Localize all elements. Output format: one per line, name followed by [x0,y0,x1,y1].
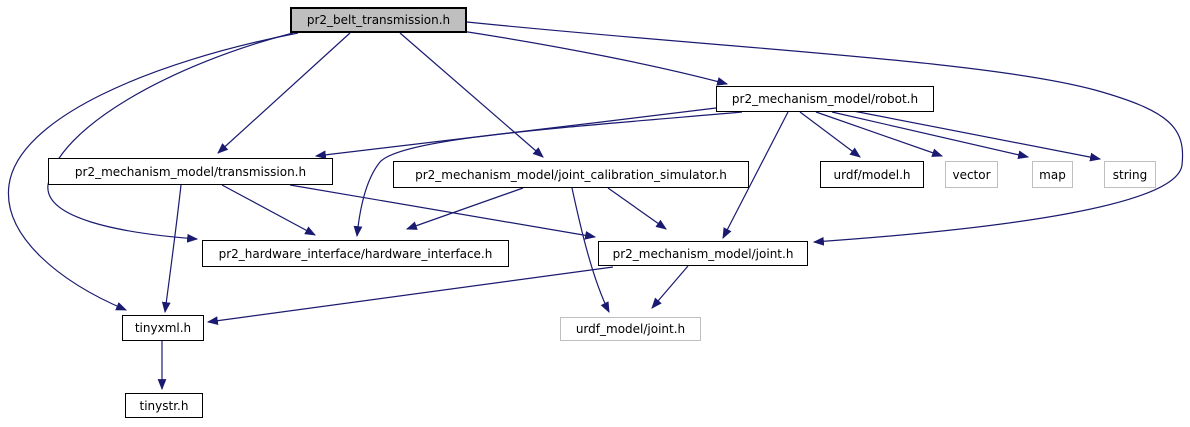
node-string: string [1104,161,1156,188]
edge-transmission-to-hardware-interface [221,184,316,236]
node-urdf-model-joint: urdf_model/joint.h [560,317,701,341]
edge-transmission-to-tinyxml [161,184,182,314]
edge-simulator-to-urdf-model-joint [571,187,610,313]
node-pr2-mechanism-model-joint-calibration-simulator[interactable]: pr2_mechanism_model/joint_calibration_si… [393,161,749,188]
node-tinystr[interactable]: tinystr.h [125,393,203,418]
node-vector: vector [945,161,998,188]
edge-robot-to-joint [722,111,789,239]
edge-joint-to-urdf-model-joint [651,265,689,309]
node-pr2-belt-transmission: pr2_belt_transmission.h [290,7,467,33]
node-pr2-mechanism-model-transmission[interactable]: pr2_mechanism_model/transmission.h [48,158,333,185]
node-pr2-mechanism-model-joint[interactable]: pr2_mechanism_model/joint.h [598,241,808,266]
edge-robot-to-hardware-interface [353,111,743,238]
edge-belt-to-joint [466,21,1184,246]
edge-belt-to-tinyxml [7,32,299,311]
edge-joint-to-tinyxml [206,266,614,326]
edge-robot-to-vector [815,111,944,157]
edge-belt-to-robot [454,29,729,86]
node-pr2-mechanism-model-robot[interactable]: pr2_mechanism_model/robot.h [716,86,934,112]
edge-transmission-to-joint [289,184,597,240]
edge-simulator-to-hardware-interface [405,187,524,230]
node-pr2-hardware-interface-hardware-interface[interactable]: pr2_hardware_interface/hardware_interfac… [202,240,509,267]
edge-robot-to-string [847,109,1102,162]
edge-simulator-to-joint [607,187,667,230]
edge-robot-to-urdf-model [799,111,861,158]
edge-belt-to-simulator [399,32,544,158]
edge-robot-to-map [831,111,1030,160]
node-urdf-model-h[interactable]: urdf/model.h [820,161,924,188]
node-map: map [1032,161,1073,188]
node-tinyxml[interactable]: tinyxml.h [122,315,204,341]
edge-belt-to-transmission [217,32,351,154]
edge-belt-to-hardware-interface [47,32,294,243]
